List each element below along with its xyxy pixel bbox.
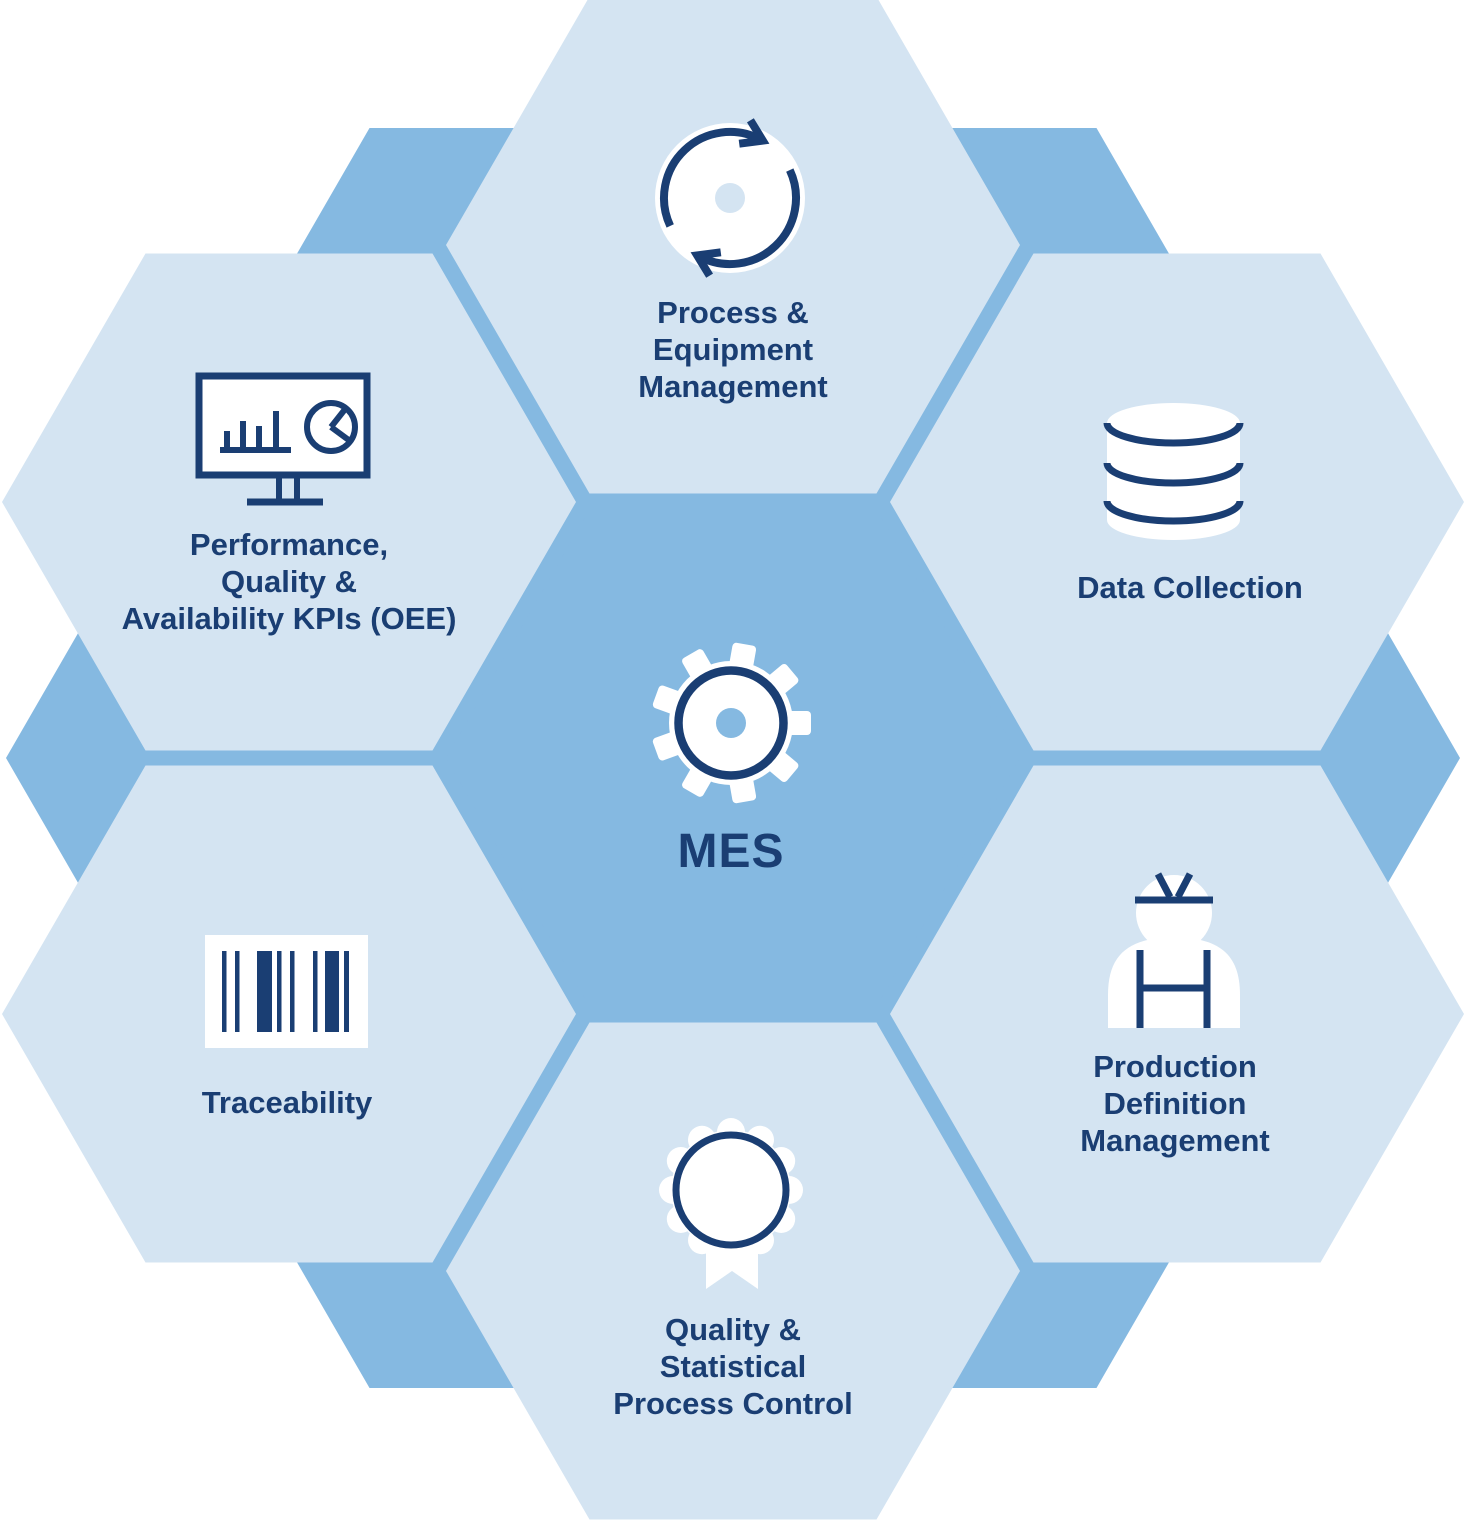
hexagon-production-definition-management: Production Definition Management bbox=[890, 765, 1464, 1263]
module-label-line: Process & bbox=[657, 295, 809, 330]
module-label-line: Management bbox=[1080, 1123, 1269, 1158]
module-label-line: Production bbox=[1093, 1049, 1257, 1084]
monitor-kpi-icon bbox=[195, 372, 371, 506]
sync-arc-top bbox=[660, 127, 763, 228]
database-icon bbox=[1103, 403, 1244, 540]
center-label: MES bbox=[677, 825, 784, 878]
sync-arrowhead-top bbox=[738, 118, 770, 148]
pie-chart-wedge-line bbox=[328, 406, 349, 429]
module-label-line: Definition bbox=[1104, 1086, 1247, 1121]
worker-body bbox=[1108, 937, 1240, 1028]
gear-icon bbox=[652, 642, 811, 804]
award-ribbon-icon bbox=[659, 1118, 803, 1289]
hexagon-process-equipment-management: Process & Equipment Management bbox=[446, 0, 1020, 494]
database-disc-line bbox=[1103, 422, 1244, 447]
module-label-line: Process Control bbox=[613, 1386, 852, 1421]
database-disc-line bbox=[1103, 500, 1244, 525]
helmet-ridge-line bbox=[1174, 872, 1194, 899]
database-disc-line bbox=[1103, 462, 1244, 487]
sync-arrows-icon bbox=[655, 118, 805, 278]
module-label-line: Management bbox=[638, 369, 827, 404]
module-label-line: Availability KPIs (OEE) bbox=[122, 601, 457, 636]
award-medal-ring bbox=[672, 1131, 790, 1249]
module-label-line: Data Collection bbox=[1077, 570, 1303, 605]
barcode-plate bbox=[205, 935, 368, 1048]
hexagon-performance-kpis: Performance, Quality & Availability KPIs… bbox=[2, 253, 576, 751]
worker-head bbox=[1136, 875, 1212, 951]
helmet-ridge-line bbox=[1154, 872, 1174, 899]
hexagon-quality-statistical-process-control: Quality & Statistical Process Control bbox=[446, 1022, 1020, 1520]
module-label-line: Equipment bbox=[653, 332, 813, 367]
module-label-line: Performance, bbox=[190, 527, 388, 562]
hexagon-traceability: Traceability bbox=[2, 765, 576, 1263]
monitor-screen bbox=[195, 372, 371, 479]
barcode-icon bbox=[205, 935, 368, 1048]
pie-chart-wedge-line bbox=[329, 424, 352, 444]
hexagon-center-mes: MES bbox=[446, 509, 1020, 1007]
module-label-line: Traceability bbox=[202, 1085, 373, 1120]
gear-hub bbox=[716, 708, 746, 738]
module-label-line: Statistical bbox=[660, 1349, 806, 1384]
barcode-bars bbox=[222, 951, 349, 1032]
pie-chart-circle bbox=[304, 400, 358, 454]
worker-icon bbox=[1108, 872, 1240, 1028]
sync-arrowhead-bottom bbox=[690, 248, 722, 278]
sync-hub bbox=[715, 183, 745, 213]
module-label-line: Quality & bbox=[221, 564, 357, 599]
sync-arc-bottom bbox=[697, 168, 800, 269]
module-label-line: Quality & bbox=[665, 1312, 801, 1347]
hexagon-data-collection: Data Collection bbox=[890, 253, 1464, 751]
